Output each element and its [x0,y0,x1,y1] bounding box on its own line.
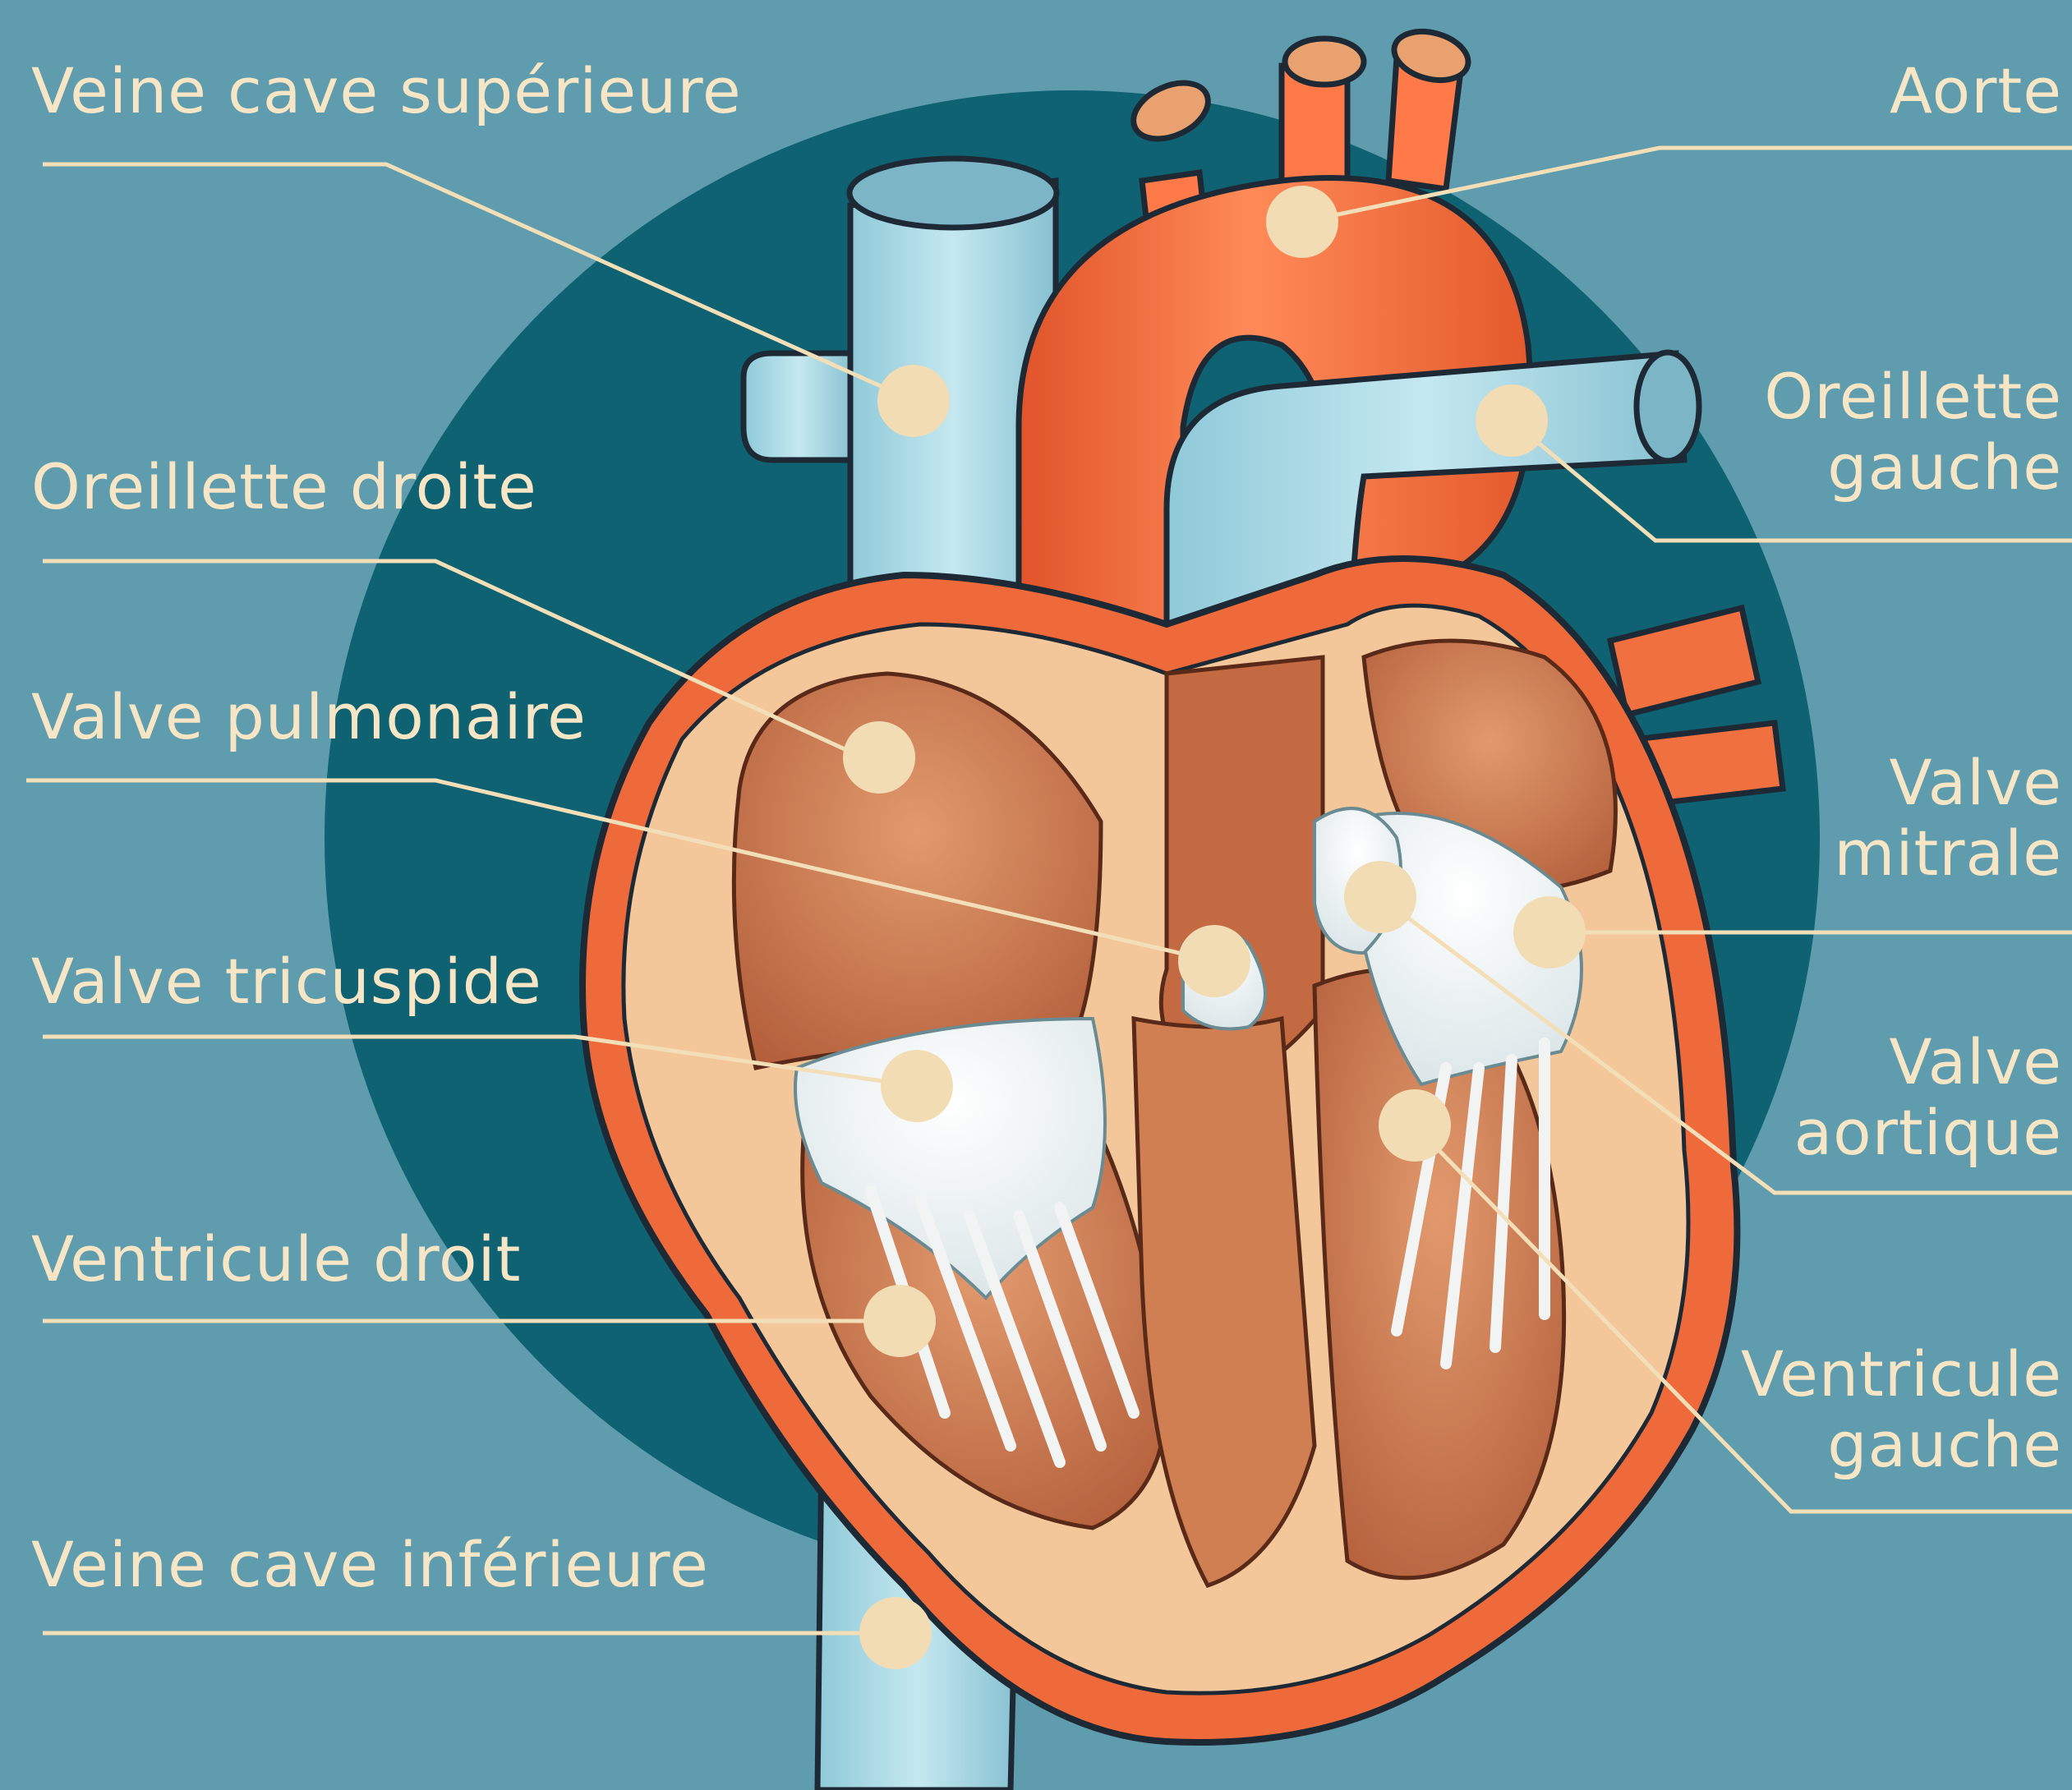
marker-valve-pulmonaire [1178,925,1250,997]
marker-veine-cave-inferieure [859,1597,932,1669]
label-valve-aortique-line2: aortique [1794,1097,2062,1168]
label-aorte: Aorte [1890,56,2062,127]
label-oreillette-gauche-line2: gauche [1764,432,2062,503]
marker-valve-mitrale [1513,896,1586,969]
label-veine-cave-inferieure: Veine cave inférieure [31,1530,709,1600]
label-oreillette-gauche-line1: Oreillette [1764,361,2062,432]
label-veine-cave-superieure: Veine cave supérieure [31,56,742,127]
marker-valve-aortique [1344,861,1416,933]
marker-ventricule-droit [863,1285,936,1357]
label-valve-mitrale-line1: Valve [1834,748,2062,818]
marker-oreillette-droite [843,721,915,794]
label-ventricule-droit: Ventricule droit [31,1224,521,1295]
label-valve-mitrale-line2: mitrale [1834,818,2062,889]
label-valve-tricuspide: Valve tricuspide [31,946,542,1017]
label-valve-mitrale: Valve mitrale [1834,748,2062,889]
label-oreillette-gauche: Oreillette gauche [1764,361,2062,503]
marker-oreillette-gauche [1476,384,1548,457]
label-oreillette-droite: Oreillette droite [31,452,537,522]
marker-valve-tricuspide [881,1050,953,1122]
label-ventricule-gauche-line2: gauche [1741,1410,2062,1480]
label-ventricule-gauche-line1: Ventricule [1741,1339,2062,1410]
label-valve-aortique: Valve aortique [1794,1027,2062,1168]
marker-aorte [1266,186,1338,258]
marker-veine-cave-superieure [877,365,950,437]
label-valve-aortique-line1: Valve [1794,1027,2062,1097]
label-ventricule-gauche: Ventricule gauche [1741,1339,2062,1480]
marker-ventricule-gauche [1379,1089,1451,1162]
label-valve-pulmonaire: Valve pulmonaire [31,682,587,752]
